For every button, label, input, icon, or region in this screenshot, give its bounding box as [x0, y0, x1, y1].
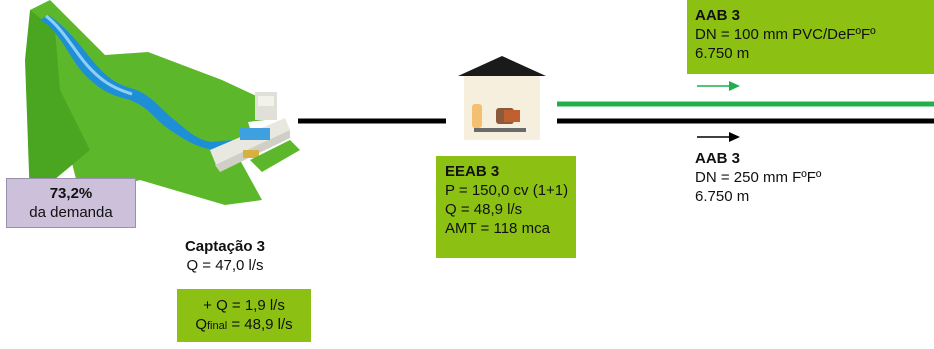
extra-flow: + Q = 1,9 l/s — [203, 297, 285, 314]
aab-bottom-dn: DN = 250 mm FºFº — [695, 169, 822, 186]
aab-bottom-length: 6.750 m — [695, 188, 750, 205]
captacao-title: Captação 3 — [184, 238, 266, 255]
aab-bottom-label: AAB 3 DN = 250 mm FºFº 6.750 m — [695, 149, 821, 206]
demand-percent: 73,2% — [49, 185, 93, 202]
green-flow-arrow — [697, 81, 740, 91]
aab-top-length: 6.750 m — [695, 45, 750, 62]
demand-label: da demanda — [29, 204, 113, 221]
black-flow-arrow — [697, 132, 740, 142]
final-flow: Qfinal = 48,9 l/s — [177, 315, 311, 336]
intake-dam-illustration — [25, 0, 300, 205]
eeab-box: EEAB 3 P = 150,0 cv (1+1) Q = 48,9 l/s A… — [436, 156, 576, 258]
eeab-amt: AMT = 118 mca — [445, 220, 550, 237]
final-q: Q — [195, 316, 207, 333]
eeab-power: P = 150,0 cv (1+1) — [445, 182, 569, 199]
aab-bottom-title: AAB 3 — [695, 150, 741, 167]
captacao-label: Captação 3 Q = 47,0 l/s — [160, 237, 290, 275]
final-value: = 48,9 l/s — [227, 316, 293, 333]
aab-top-title: AAB 3 — [695, 7, 741, 24]
aab-top-dn: DN = 100 mm PVC/DeFºFº — [695, 26, 876, 43]
captacao-flow: Q = 47,0 l/s — [186, 257, 264, 274]
eeab-flow: Q = 48,9 l/s — [445, 201, 523, 218]
aab-top-box: AAB 3 DN = 100 mm PVC/DeFºFº 6.750 m — [687, 0, 934, 74]
pump-house-icon — [458, 56, 546, 140]
final-sub: final — [207, 320, 228, 332]
demand-box: 73,2% da demanda — [6, 178, 136, 228]
captacao-final-box: + Q = 1,9 l/s Qfinal = 48,9 l/s — [177, 289, 311, 342]
eeab-title: EEAB 3 — [445, 163, 500, 180]
